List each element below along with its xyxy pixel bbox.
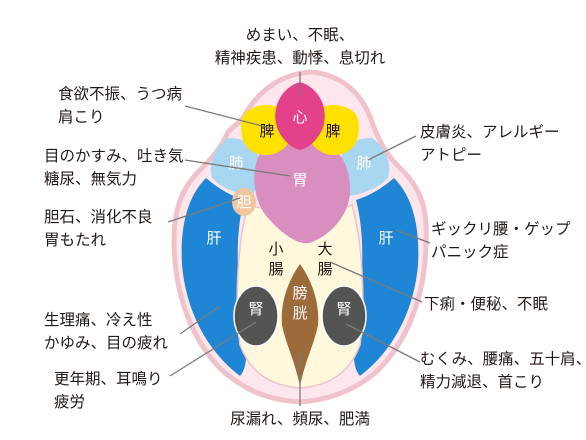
annotation-right-1: 皮膚炎、アレルギー アトピー [420, 121, 560, 167]
organ-label-spleen-left: 脾 [259, 122, 274, 140]
annotation-left-5-line-2: 疲労 [54, 393, 86, 411]
leader-line-left-3 [167, 197, 241, 223]
annotation-left-5: 更年期、耳鳴り 疲労 [54, 368, 163, 414]
annotation-right-4-line-1: むくみ、腰痛、五十肩、 [420, 350, 586, 368]
leader-line-right-1 [367, 135, 417, 161]
gallbladder-shape [232, 188, 256, 216]
organ-label-liver-right: 肝 [378, 229, 393, 247]
annotation-right-2-line-1: ギックリ腰・ゲップ [431, 220, 571, 238]
organ-label-kidney-right: 腎 [336, 300, 351, 318]
annotation-bottom: 尿漏れ、頻尿、肥満 [210, 408, 390, 431]
annotation-right-4-line-2: 精力減退、首こり [420, 373, 545, 391]
annotation-left-1-line-1: 食欲不振、うつ病 [58, 85, 183, 103]
annotation-left-4: 生理痛、冷え性 かゆみ、目の疲れ [44, 309, 168, 355]
liver-right-shape [353, 178, 419, 376]
annotation-left-2-line-2: 糖尿、無気力 [44, 170, 138, 188]
annotation-right-4: むくみ、腰痛、五十肩、 精力減退、首こり [420, 348, 586, 394]
organ-label-spleen-right: 脾 [325, 122, 340, 140]
annotation-left-2: 目のかすみ、吐き気 糖尿、無気力 [44, 145, 184, 191]
annotation-top-line-2: 精神疾患、動悸、息切れ [214, 49, 386, 67]
leader-line-left-2 [184, 159, 291, 177]
organ-label-small-intestine-2: 腸 [268, 260, 283, 278]
annotation-top-line-1: めまい、不眠、 [245, 26, 355, 44]
annotation-right-2-line-2: パニック症 [431, 243, 509, 261]
organ-label-bladder-2: 胱 [292, 304, 307, 322]
annotation-right-1-line-1: 皮膚炎、アレルギー [420, 123, 560, 141]
kidney-left-shape [233, 285, 279, 347]
leader-line-right-2 [395, 229, 431, 244]
annotation-left-1-line-2: 肩こり [58, 108, 105, 126]
leader-line-left-1 [184, 105, 271, 129]
organ-label-lung-left: 肺 [228, 154, 243, 172]
annotation-top: めまい、不眠、 精神疾患、動悸、息切れ [210, 24, 390, 70]
kidney-right-shape [321, 285, 367, 347]
annotation-left-3-line-2: 胃もたれ [44, 231, 107, 249]
annotation-bottom-line-1: 尿漏れ、頻尿、肥満 [230, 410, 370, 428]
organ-label-small-intestine-1: 小 [268, 240, 283, 258]
liver-left-shape [181, 178, 247, 376]
annotation-left-3-line-1: 胆石、消化不良 [44, 208, 153, 226]
annotation-right-1-line-2: アトピー [420, 146, 483, 164]
organ-label-large-intestine-1: 大 [317, 240, 332, 258]
organ-label-gallbladder: 胆 [236, 193, 251, 211]
annotation-left-3: 胆石、消化不良 胃もたれ [44, 206, 153, 252]
annotation-right-3-line-1: 下痢・便秘、不眠 [424, 295, 549, 313]
organ-label-bladder-1: 膀 [292, 284, 307, 302]
organ-label-stomach: 胃 [292, 171, 307, 189]
leader-line-left-4 [179, 305, 221, 335]
annotation-right-2: ギックリ腰・ゲップ パニック症 [431, 218, 571, 264]
annotation-left-5-line-1: 更年期、耳鳴り [54, 370, 163, 388]
organ-label-large-intestine-2: 腸 [317, 260, 332, 278]
organ-label-liver-left: 肝 [206, 229, 221, 247]
leader-line-right-4 [345, 323, 421, 363]
leader-line-right-3 [329, 261, 423, 303]
annotation-left-4-line-2: かゆみ、目の疲れ [44, 334, 169, 352]
heart-shape [275, 82, 325, 150]
organ-label-lung-right: 肺 [356, 154, 371, 172]
organ-label-kidney-left: 腎 [248, 300, 263, 318]
annotation-left-2-line-1: 目のかすみ、吐き気 [44, 147, 184, 165]
annotation-left-4-line-1: 生理痛、冷え性 [44, 311, 153, 329]
lung-right-shape [340, 138, 390, 196]
annotation-left-1: 食欲不振、うつ病 肩こり [58, 83, 182, 129]
organ-label-heart: 心 [292, 108, 307, 126]
annotation-right-3: 下痢・便秘、不眠 [424, 293, 548, 316]
leader-line-left-5 [169, 321, 257, 377]
bladder-shape [281, 264, 319, 386]
stomach-shape [254, 141, 350, 244]
